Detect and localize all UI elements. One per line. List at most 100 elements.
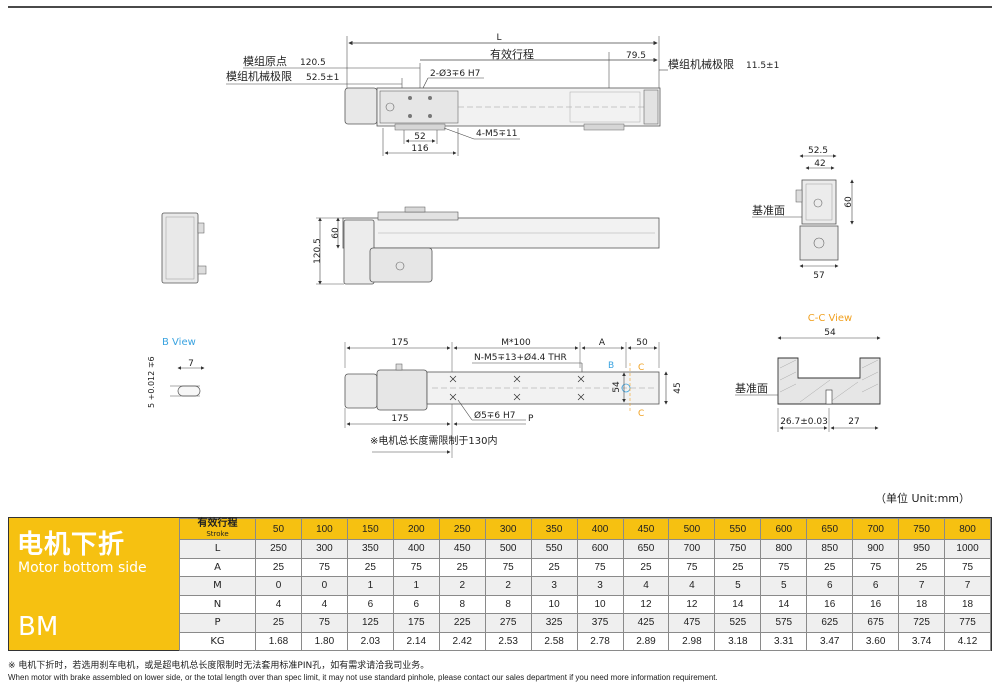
bottom-motor-note: ※电机总长度需限制于130内 xyxy=(370,434,497,447)
table-cell: 2.42 xyxy=(438,631,486,651)
table-cell: 3 xyxy=(576,576,624,596)
stroke-header-cn: 有效行程 xyxy=(197,518,238,529)
stroke-cell: 350 xyxy=(530,518,578,540)
stroke-label: 有效行程 xyxy=(490,47,534,61)
table-cell: 425 xyxy=(622,613,670,633)
stroke-cell: 400 xyxy=(576,518,624,540)
table-cell: 450 xyxy=(438,539,486,559)
model-side-panel: 电机下折 Motor bottom side BM xyxy=(9,518,179,650)
table-cell: 275 xyxy=(484,613,532,633)
table-cell: 1.80 xyxy=(300,631,348,651)
table-cell: 6 xyxy=(346,594,394,614)
hole-top-callout: 2-Ø3∓6 H7 xyxy=(430,68,480,79)
table-cell: 25 xyxy=(898,557,946,577)
table-cell: 2.89 xyxy=(622,631,670,651)
stroke-cell: 600 xyxy=(760,518,808,540)
front-dim-60: 60 xyxy=(331,227,341,239)
table-cell: 6 xyxy=(806,576,854,596)
table-cell: 1000 xyxy=(944,539,991,559)
table-cell: 6 xyxy=(392,594,440,614)
mech-limit-right-label: 模组机械极限 xyxy=(668,57,734,71)
table-cell: 75 xyxy=(944,557,991,577)
table-cell: 75 xyxy=(300,557,348,577)
stroke-cell: 150 xyxy=(346,518,394,540)
table-cell: 14 xyxy=(714,594,762,614)
bottom-label-c-bottom: C xyxy=(638,409,644,419)
bottom-view: 175 M*100 A 50 N-M5∓13+Ø4.4 THR B C C xyxy=(344,338,683,458)
bottom-dim-50: 50 xyxy=(636,338,648,348)
table-cell: 4 xyxy=(255,594,302,614)
stroke-cell: 250 xyxy=(438,518,486,540)
origin-label: 模组原点 xyxy=(243,54,287,68)
table-cell: 2.78 xyxy=(576,631,624,651)
table-cell: 2.14 xyxy=(392,631,440,651)
table-cell: 12 xyxy=(622,594,670,614)
table-cell: 25 xyxy=(255,613,302,633)
table-cell: 950 xyxy=(898,539,946,559)
row-label: N xyxy=(179,594,256,614)
mech-limit-right-value: 11.5±1 xyxy=(746,61,779,71)
table-cell: 25 xyxy=(346,557,394,577)
table-cell: 3.47 xyxy=(806,631,854,651)
table-cell: 25 xyxy=(714,557,762,577)
cc-view: C-C View 54 基准面 26.7±0.03 27 xyxy=(735,313,881,432)
table-cell: 4 xyxy=(300,594,348,614)
table-cell: 375 xyxy=(576,613,624,633)
row-label: KG xyxy=(179,631,256,651)
table-cell: 75 xyxy=(576,557,624,577)
b-view: B View 7 5 +0.012 ∓6 xyxy=(147,337,205,408)
end-ref-label: 基准面 xyxy=(752,204,785,217)
dim-L: L xyxy=(496,33,501,43)
mech-limit-left-value: 52.5±1 xyxy=(306,73,339,83)
table-cell: 675 xyxy=(852,613,900,633)
table-cell: 25 xyxy=(255,557,302,577)
row-label: L xyxy=(179,539,256,559)
bottom-label-c-top: C xyxy=(638,363,644,373)
table-cell: 300 xyxy=(300,539,348,559)
table-cell: 5 xyxy=(714,576,762,596)
table-cell: 550 xyxy=(530,539,578,559)
table-cell: 8 xyxy=(484,594,532,614)
unit-label: （单位 Unit:mm） xyxy=(874,492,970,505)
table-cell: 6 xyxy=(852,576,900,596)
table-cell: 2.98 xyxy=(668,631,716,651)
table-cell: 14 xyxy=(760,594,808,614)
table-cell: 2 xyxy=(438,576,486,596)
end-dim-52-5: 52.5 xyxy=(808,146,828,156)
table-cell: 7 xyxy=(944,576,991,596)
bottom-dim-a: A xyxy=(599,338,606,348)
model-title-en: Motor bottom side xyxy=(18,560,147,576)
stroke-cell: 300 xyxy=(484,518,532,540)
stroke-cell: 650 xyxy=(806,518,854,540)
table-cell: 25 xyxy=(438,557,486,577)
table-cell: 75 xyxy=(484,557,532,577)
right-offset: 79.5 xyxy=(626,51,646,61)
table-cell: 4.12 xyxy=(944,631,991,651)
table-cell: 700 xyxy=(668,539,716,559)
table-cell: 0 xyxy=(300,576,348,596)
b-dim-5: 5 +0.012 ∓6 xyxy=(147,356,156,408)
bottom-dim-175-bottom: 175 xyxy=(391,414,408,424)
dim-116: 116 xyxy=(411,144,428,154)
bottom-p: P xyxy=(528,414,534,424)
table-cell: 1 xyxy=(392,576,440,596)
top-view: L 模组原点 120.5 有效行程 79.5 模组机械极限 52.5±1 模组机… xyxy=(226,33,779,156)
hole-bottom-callout: 4-M5∓11 xyxy=(476,129,517,139)
note-cn: ※ 电机下折时，若选用刹车电机，或是超电机总长度限制时无法套用标准PIN孔，如有… xyxy=(8,661,430,671)
mech-limit-left-label: 模组机械极限 xyxy=(226,69,292,83)
model-title-cn: 电机下折 xyxy=(17,530,126,560)
front-dim-120-5: 120.5 xyxy=(313,238,323,264)
bottom-pin-callout: Ø5∓6 H7 xyxy=(474,410,515,421)
left-end-view xyxy=(161,212,207,284)
b-dim-7: 7 xyxy=(188,359,194,369)
bottom-dim-45: 45 xyxy=(673,382,683,393)
row-label: M xyxy=(179,576,256,596)
table-cell: 18 xyxy=(898,594,946,614)
table-cell: 25 xyxy=(806,557,854,577)
